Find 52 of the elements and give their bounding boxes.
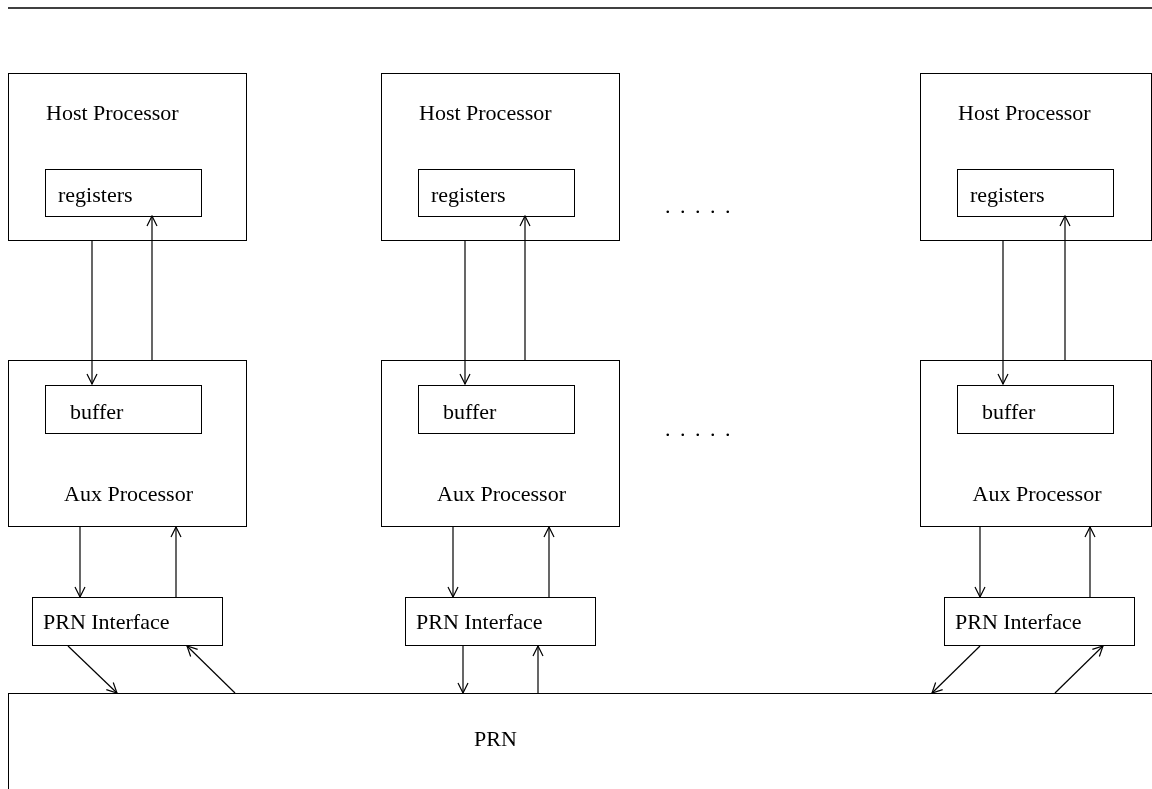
ellipsis-dots: . . . . . <box>665 193 733 219</box>
node-label: PRN Interface <box>43 611 170 633</box>
node-label: registers <box>970 184 1045 206</box>
host-processor-box <box>920 73 1152 241</box>
aux-processor-box <box>381 360 620 527</box>
arrow <box>931 645 981 694</box>
node-label: buffer <box>982 401 1036 423</box>
arrow <box>519 215 531 361</box>
arrow <box>997 240 1009 385</box>
node-label: buffer <box>70 401 124 423</box>
host-processor-box <box>381 73 620 241</box>
buffer-box <box>45 385 202 434</box>
arrow <box>543 526 555 598</box>
arrow <box>1084 526 1096 598</box>
node-label: Host Processor <box>419 102 552 124</box>
arrow <box>186 645 236 694</box>
arrow <box>532 645 544 694</box>
node-label: Aux Processor <box>971 483 1103 505</box>
buffer-box <box>957 385 1114 434</box>
arrow <box>1054 645 1104 694</box>
buffer-box <box>418 385 575 434</box>
arrow <box>67 645 118 694</box>
registers-box <box>957 169 1114 217</box>
interface-box <box>405 597 596 646</box>
arrow <box>459 240 471 385</box>
arrow <box>447 526 459 598</box>
node-label: PRN Interface <box>416 611 543 633</box>
arrow <box>146 215 158 361</box>
ellipsis-dots: . . . . . <box>665 416 733 442</box>
node-label: Aux Processor <box>436 483 567 505</box>
node-label: registers <box>431 184 506 206</box>
aux-processor-box <box>8 360 247 527</box>
host-processor-box <box>8 73 247 241</box>
node-label: registers <box>58 184 133 206</box>
node-label: buffer <box>443 401 497 423</box>
arrow <box>74 526 86 598</box>
network-box <box>8 693 1152 789</box>
node-label: PRN <box>474 728 517 750</box>
interface-box <box>32 597 223 646</box>
arrow <box>86 240 98 385</box>
node-label: Host Processor <box>958 102 1091 124</box>
registers-box <box>45 169 202 217</box>
interface-box <box>944 597 1135 646</box>
arrow <box>170 526 182 598</box>
node-label: PRN Interface <box>955 611 1082 633</box>
aux-processor-box <box>920 360 1152 527</box>
registers-box <box>418 169 575 217</box>
arrow <box>1059 215 1071 361</box>
node-label: Host Processor <box>46 102 179 124</box>
arrow <box>974 526 986 598</box>
arrow <box>457 645 469 694</box>
node-label: Aux Processor <box>63 483 194 505</box>
